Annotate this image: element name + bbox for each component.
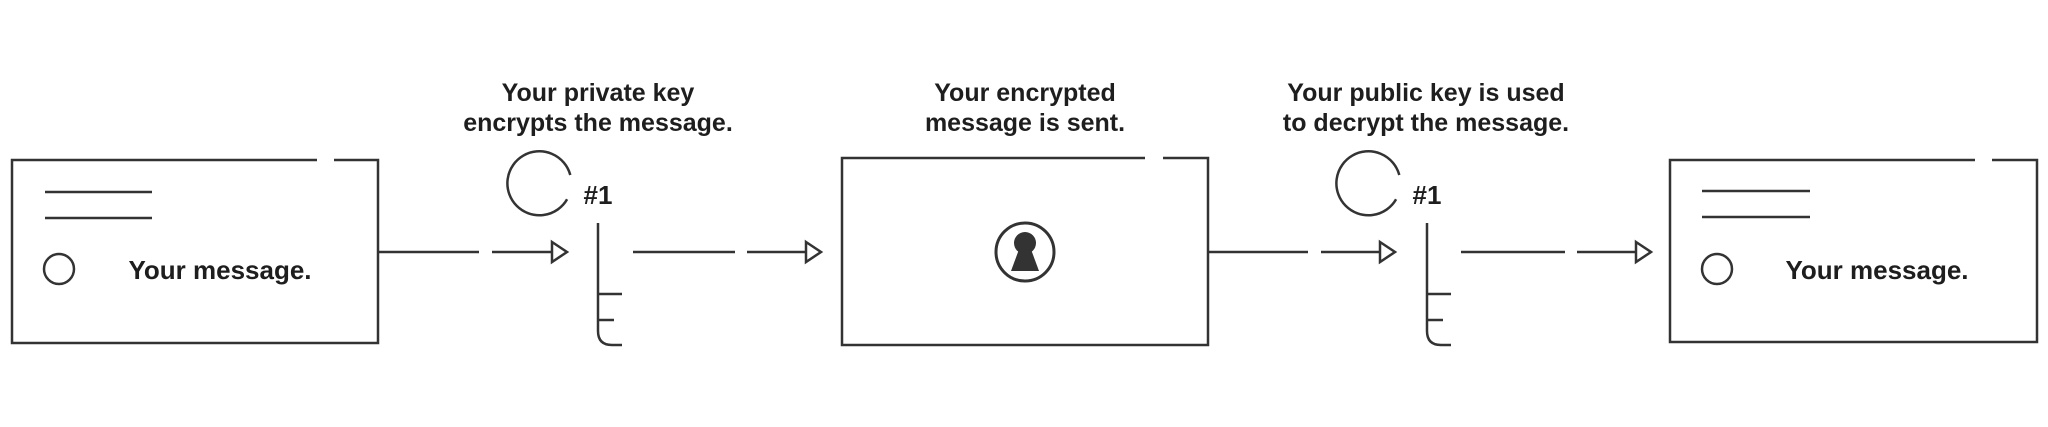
public-key-icon: #1 — [1335, 150, 1451, 347]
caption-line: Your private key — [502, 79, 695, 107]
key-badge: #1 — [1413, 180, 1442, 210]
circle-bullet-icon — [1700, 252, 1734, 286]
key-head-circle — [506, 150, 572, 217]
caption-line: encrypts the message. — [463, 109, 733, 137]
box-outline — [1668, 158, 2039, 344]
flow-arrow-3 — [1208, 239, 1398, 265]
arrow-right-icon — [1378, 239, 1398, 265]
caption-line: to decrypt the message. — [1283, 109, 1569, 137]
caption-private-key: Your private key encrypts the message. — [463, 79, 733, 137]
circle-bullet-icon — [42, 252, 76, 286]
message-label: Your message. — [128, 255, 311, 285]
flow-arrow-4 — [1461, 239, 1654, 265]
caption-encrypted-message: Your encrypted message is sent. — [925, 79, 1125, 137]
flow-arrow-2 — [633, 239, 824, 265]
caption-line: message is sent. — [925, 109, 1125, 137]
key-shaft — [596, 223, 622, 347]
caption-line: Your encrypted — [934, 79, 1116, 107]
arrow-right-icon — [804, 239, 824, 265]
encrypted-message-box — [840, 156, 1210, 347]
key-shaft — [1425, 223, 1451, 347]
arrow-right-icon — [1634, 239, 1654, 265]
message-box-left: Your message. — [10, 158, 380, 345]
keyhole-slot — [1011, 248, 1039, 271]
box-outline — [840, 156, 1210, 347]
arrow-right-icon — [550, 239, 570, 265]
message-box-right: Your message. — [1668, 158, 2039, 344]
caption-line: Your public key is used — [1287, 79, 1564, 107]
box-outline — [10, 158, 380, 345]
keyhole-lock-icon — [994, 221, 1056, 283]
key-head-circle — [1335, 150, 1401, 217]
message-label: Your message. — [1785, 255, 1968, 285]
keyhole-ring — [994, 221, 1056, 283]
key-badge: #1 — [584, 180, 613, 210]
caption-public-key: Your public key is used to decrypt the m… — [1283, 79, 1569, 137]
flow-arrow-1 — [378, 239, 570, 265]
private-key-icon: #1 — [506, 150, 622, 347]
